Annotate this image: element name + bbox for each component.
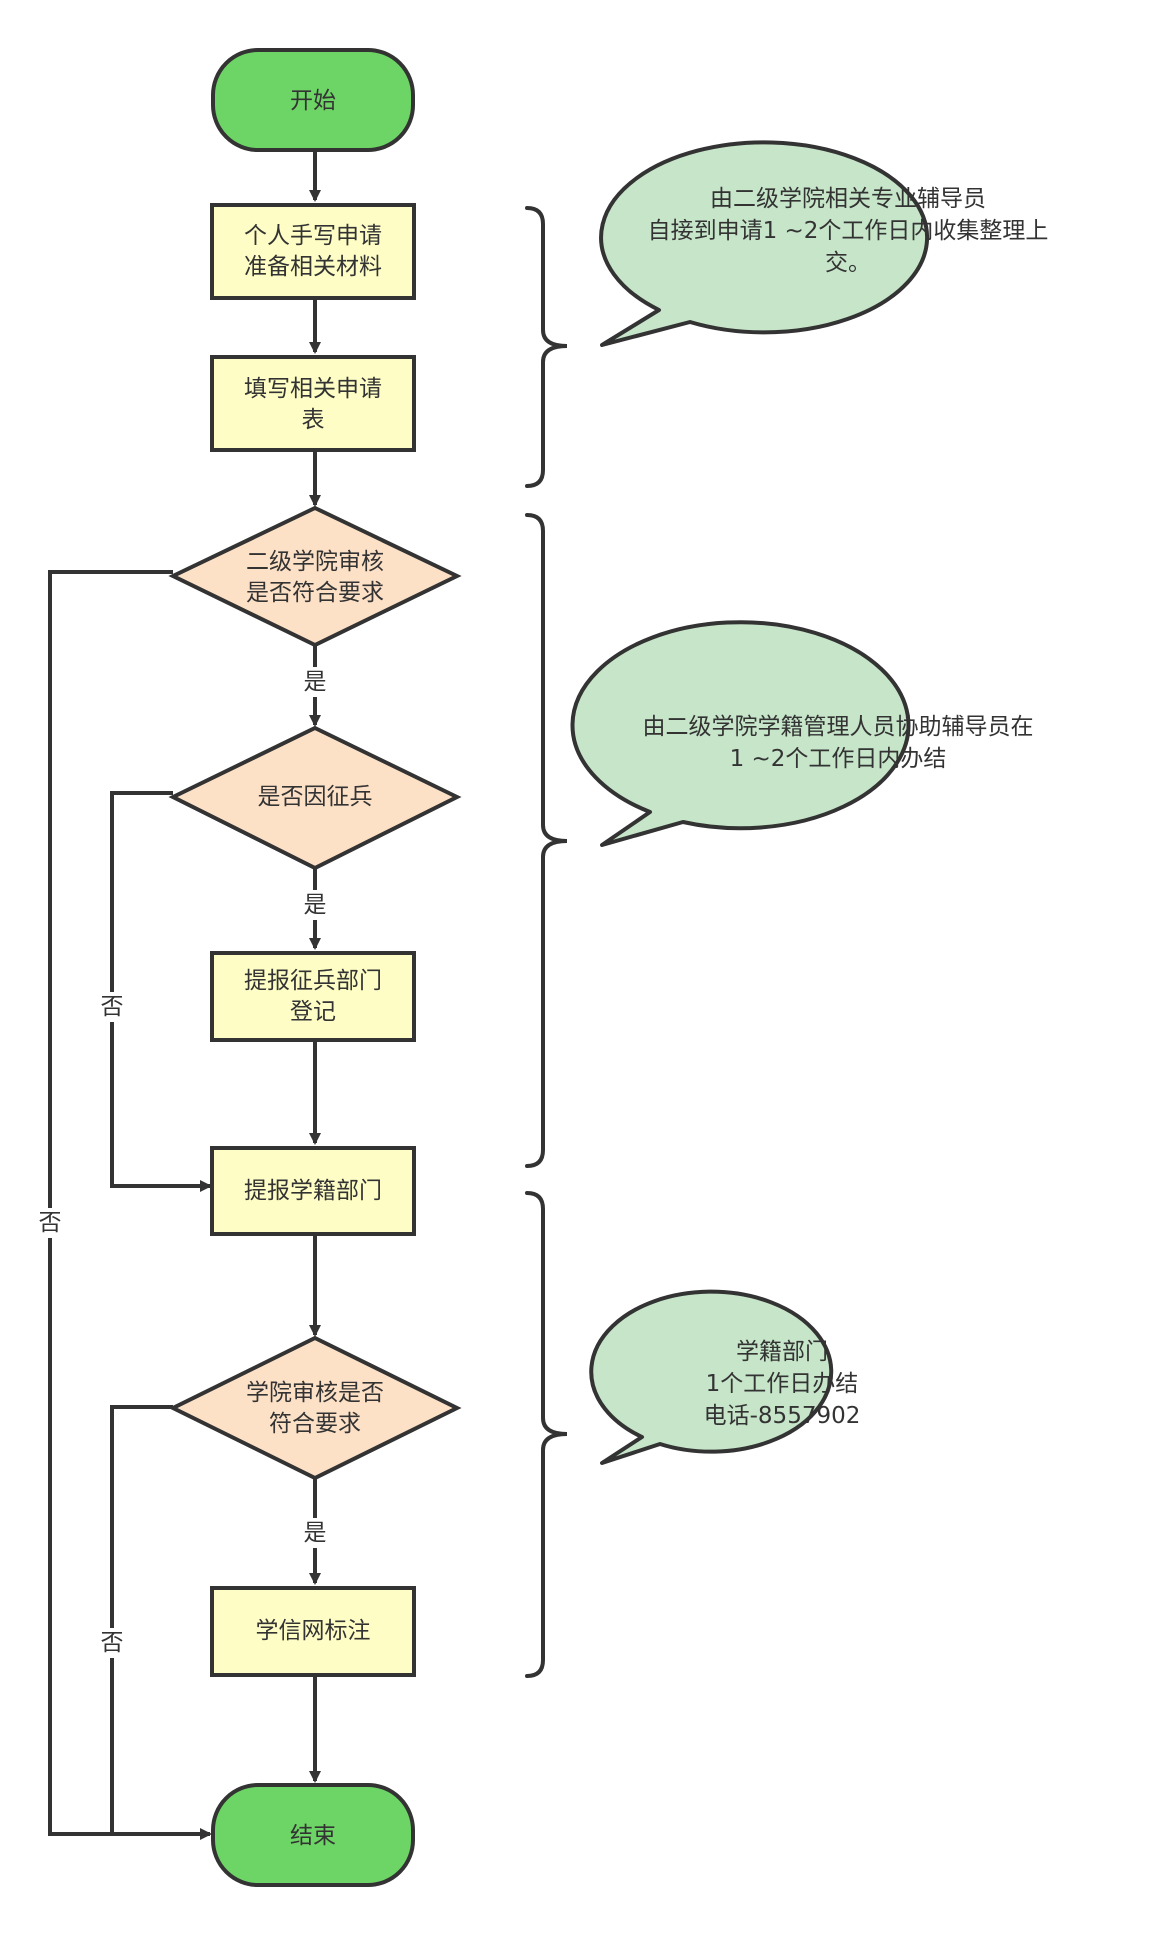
callout-note-3: 学籍部门 1个工作日办结 电话-8557902 bbox=[589, 1289, 861, 1465]
process-label-line: 学信网标注 bbox=[256, 1618, 371, 1644]
decision-label-line: 是否符合要求 bbox=[246, 580, 384, 606]
process-report-registry-dept[interactable]: 提报学籍部门 bbox=[210, 1146, 416, 1236]
process-label-line: 提报征兵部门 bbox=[244, 968, 382, 994]
decision-label-line: 学院审核是否 bbox=[246, 1380, 384, 1406]
edge-review-no bbox=[48, 570, 212, 1840]
process-label-line: 填写相关申请 bbox=[244, 376, 382, 402]
process-label-line: 提报学籍部门 bbox=[244, 1178, 382, 1204]
decision-label-line: 是否因征兵 bbox=[258, 784, 373, 810]
edge-labels: 是 是 是 否 否 否 bbox=[37, 667, 328, 1658]
process-label-line: 个人手写申请 bbox=[244, 223, 382, 249]
note-line: 由二级学院相关专业辅导员 bbox=[710, 186, 986, 212]
process-handwrite-application[interactable]: 个人手写申请 准备相关材料 bbox=[210, 203, 416, 300]
callout-note-1: 由二级学院相关专业辅导员 自接到申请1 ~2个工作日内收集整理上 交。 bbox=[599, 140, 1049, 347]
decision-college-review[interactable]: 二级学院审核 是否符合要求 bbox=[168, 505, 462, 648]
callout-note-2: 由二级学院学籍管理人员协助辅导员在 1 ~2个工作日内办结 bbox=[570, 620, 1034, 847]
edge-conscription-no bbox=[110, 791, 212, 1192]
start-node[interactable]: 开始 bbox=[211, 48, 415, 152]
note-line: 自接到申请1 ~2个工作日内收集整理上 bbox=[648, 218, 1049, 244]
edge-label-no: 否 bbox=[101, 994, 124, 1020]
edge-label-no: 否 bbox=[39, 1210, 62, 1236]
note-line: 电话-8557902 bbox=[704, 1403, 861, 1429]
decision-registry-review[interactable]: 学院审核是否 符合要求 bbox=[168, 1335, 462, 1481]
process-fill-form[interactable]: 填写相关申请 表 bbox=[210, 355, 416, 452]
note-line: 学籍部门 bbox=[736, 1339, 828, 1365]
decision-conscription[interactable]: 是否因征兵 bbox=[168, 725, 462, 871]
edge-registry-review-no bbox=[110, 1405, 173, 1834]
note-line: 由二级学院学籍管理人员协助辅导员在 bbox=[643, 714, 1034, 740]
brace-group-1 bbox=[525, 206, 568, 488]
decision-label-line: 二级学院审核 bbox=[246, 549, 384, 575]
process-label-line: 登记 bbox=[290, 999, 336, 1025]
brace-group-2 bbox=[525, 513, 568, 1168]
end-node[interactable]: 结束 bbox=[211, 1783, 415, 1887]
note-line: 交。 bbox=[825, 250, 871, 276]
process-report-conscription-dept[interactable]: 提报征兵部门 登记 bbox=[210, 951, 416, 1042]
process-chsi-mark[interactable]: 学信网标注 bbox=[210, 1586, 416, 1677]
brace-group-3 bbox=[525, 1191, 568, 1678]
note-line: 1 ~2个工作日内办结 bbox=[730, 746, 947, 772]
end-label: 结束 bbox=[290, 1823, 336, 1849]
start-label: 开始 bbox=[290, 88, 336, 114]
edge-label-yes: 是 bbox=[304, 892, 327, 918]
edge-label-no: 否 bbox=[101, 1630, 124, 1656]
edge-label-yes: 是 bbox=[304, 669, 327, 695]
process-label-line: 准备相关材料 bbox=[244, 254, 382, 280]
note-line: 1个工作日办结 bbox=[706, 1371, 859, 1397]
decision-label-line: 符合要求 bbox=[269, 1411, 361, 1437]
process-label-line: 表 bbox=[302, 407, 325, 433]
edge-label-yes: 是 bbox=[304, 1520, 327, 1546]
